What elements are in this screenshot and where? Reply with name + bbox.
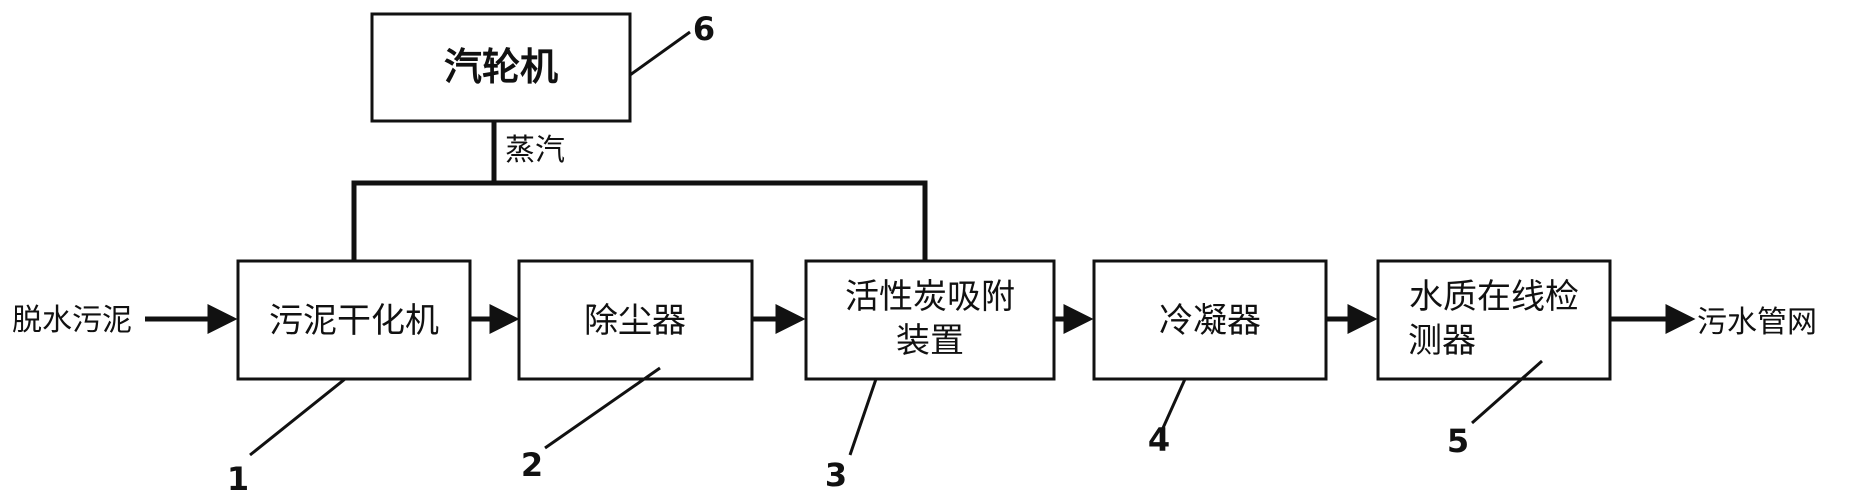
unit-3-label-line1: 活性炭吸附 xyxy=(845,277,1015,317)
steam-label: 蒸汽 xyxy=(505,133,565,168)
output-label: 污水管网 xyxy=(1697,305,1817,340)
unit-4-number: 4 xyxy=(1148,421,1170,459)
unit-3-number: 3 xyxy=(825,456,847,494)
unit-4-leader-line xyxy=(1161,378,1187,429)
turbine-leader-line xyxy=(629,30,691,77)
unit-5-label-line1: 水质在线检 xyxy=(1409,277,1579,317)
input-label: 脱水污泥 xyxy=(12,303,132,338)
unit-3-label-line2: 装置 xyxy=(896,321,964,361)
unit-5-number: 5 xyxy=(1447,422,1469,460)
unit-2-leader-line xyxy=(544,366,661,450)
unit-2-label: 除尘器 xyxy=(584,301,686,341)
unit-1-number: 1 xyxy=(227,460,249,498)
unit-5-box xyxy=(1376,259,1612,381)
unit-1-label: 污泥干化机 xyxy=(269,301,439,341)
unit-4-box xyxy=(1092,259,1328,381)
turbine-box xyxy=(370,12,632,123)
turbine-label: 汽轮机 xyxy=(444,45,558,89)
unit-3-box xyxy=(804,259,1056,381)
turbine-number: 6 xyxy=(693,10,715,48)
unit-2-box xyxy=(517,259,754,381)
unit-4-label: 冷凝器 xyxy=(1159,301,1261,341)
unit-1-leader-line xyxy=(249,377,346,457)
unit-3-leader-line xyxy=(848,378,878,456)
unit-1-box xyxy=(236,259,472,381)
steam-header-pipe xyxy=(351,180,928,260)
unit-5-leader-line xyxy=(1471,359,1543,425)
unit-5-label-line2: 测器 xyxy=(1408,321,1476,361)
unit-2-number: 2 xyxy=(521,446,543,484)
